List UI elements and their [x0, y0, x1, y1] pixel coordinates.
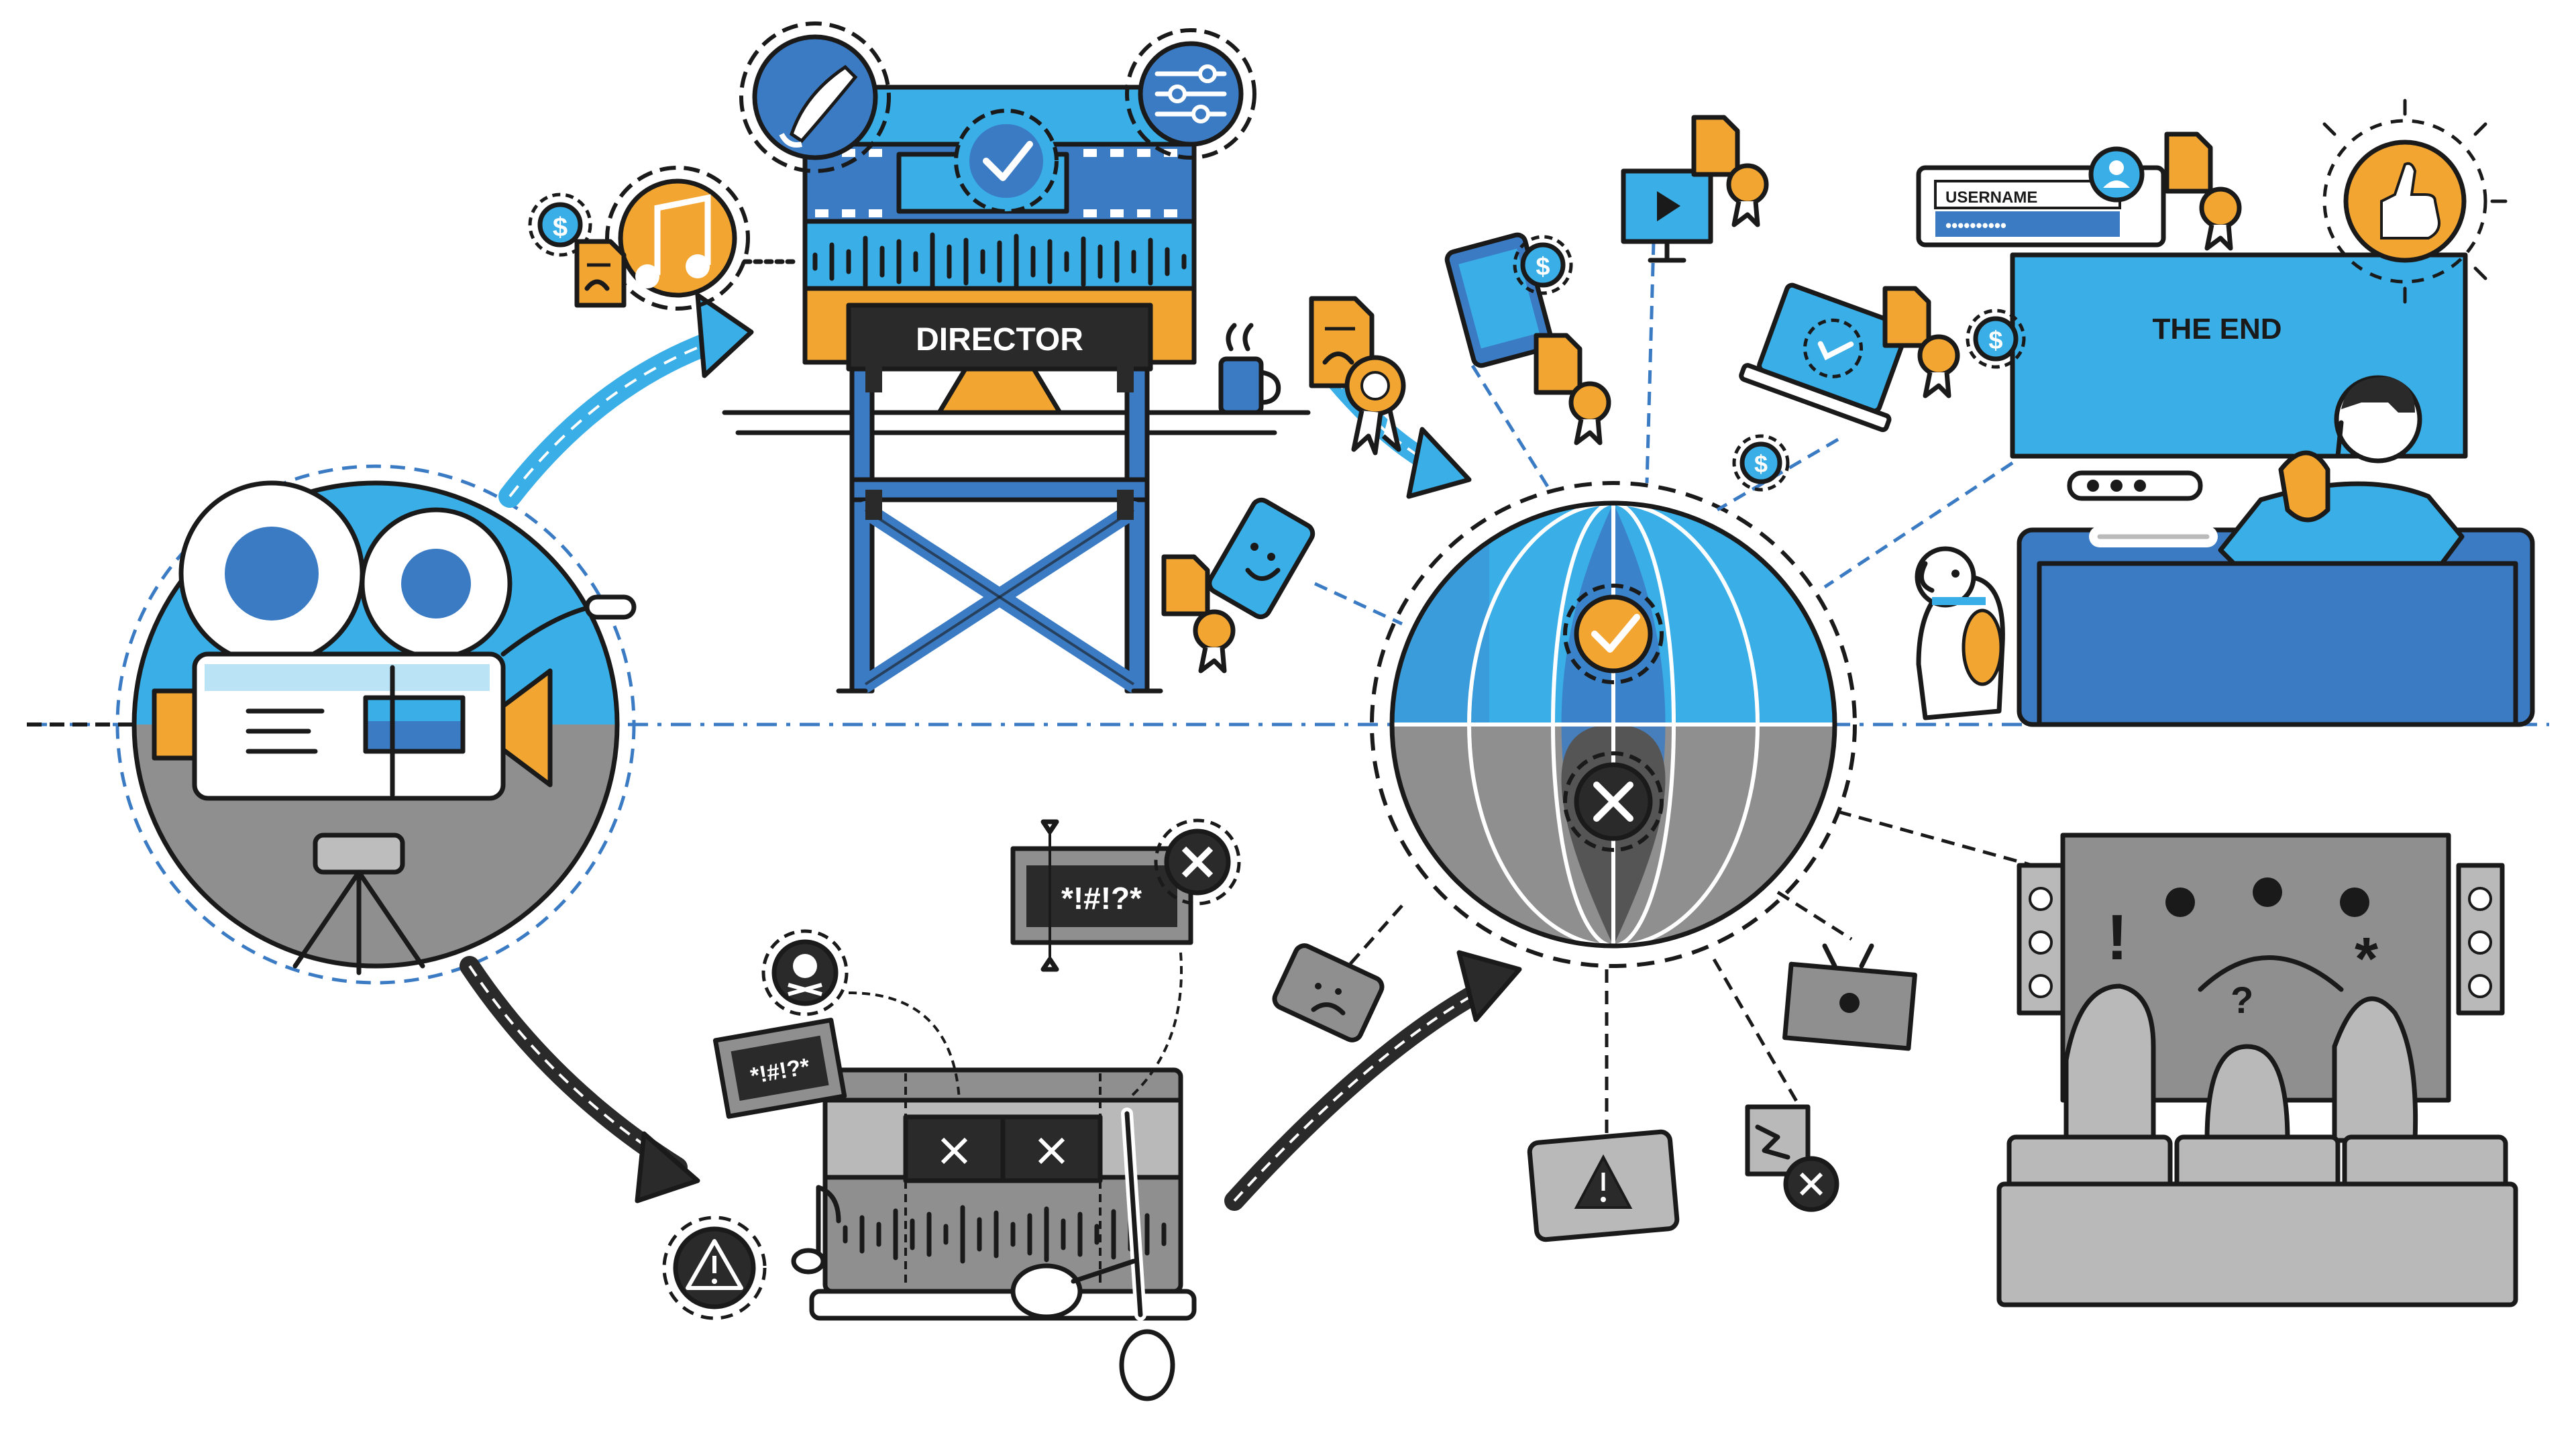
dollar-coin-icon: $: [1732, 434, 1790, 492]
director-scene: DIRECTOR: [722, 21, 1311, 694]
user-icon: [2088, 146, 2145, 203]
censored-film-2: *!#!?*: [712, 1018, 847, 1119]
laptop-icon: [1739, 282, 1910, 433]
checkmark-icon: [1563, 584, 1664, 684]
crowd-exclaim: !: [2106, 902, 2128, 973]
film-camera-icon: [152, 480, 553, 975]
smartphone-icon: [1207, 497, 1316, 619]
svg-text:$: $: [1988, 327, 2002, 355]
crowd-question: ?: [2231, 979, 2253, 1021]
monitor-icon: [1621, 168, 1713, 263]
scissors-icon: [1010, 1108, 1175, 1401]
broken-device-icon: [1745, 1104, 1839, 1212]
tablet-icon: [1527, 1129, 1680, 1242]
smartphone-icon: [1272, 943, 1385, 1042]
living-room-scene: THE END USERNAME ••••••••••: [1915, 99, 2535, 727]
tv-end-text: THE END: [2152, 313, 2282, 345]
cross-icon: [1563, 751, 1664, 852]
password-field: ••••••••••: [1945, 215, 2006, 235]
arrow-to-globe-dark: [1224, 950, 1522, 1211]
speaker-icon: [2456, 863, 2505, 1016]
warning-icon: [662, 1216, 767, 1320]
skull-icon: [761, 929, 849, 1016]
dollar-coin-icon: $: [1513, 235, 1573, 295]
editing-scene: [791, 1067, 1197, 1401]
distribution-spokes-dark: [1347, 810, 2033, 1134]
dollar-coin-icon: $: [528, 193, 592, 257]
certificate-icon: [1161, 554, 1236, 674]
tv-icon: [1782, 943, 1917, 1051]
crowd-star: *: [2355, 926, 2378, 993]
svg-text:*!#!?*: *!#!?*: [1061, 881, 1142, 916]
theater-scene: ! ? *: [1996, 833, 2518, 1307]
svg-text:$: $: [553, 213, 568, 242]
audio-waveform: [742, 232, 1187, 291]
cross-icon: [1154, 818, 1241, 906]
director-sign: DIRECTOR: [916, 322, 1083, 358]
certificate-icon: [574, 239, 627, 308]
svg-text:$: $: [1754, 450, 1768, 478]
thumbs-up-icon: [2322, 99, 2508, 304]
arrow-to-editing: [460, 956, 700, 1203]
login-box: USERNAME ••••••••••: [1916, 146, 2166, 248]
certificate-icon: [1882, 286, 1960, 398]
speaker-icon: [2017, 863, 2065, 1016]
certificate-icon: [1691, 115, 1769, 227]
arrow-to-production: [498, 292, 754, 508]
music-rights-group: $: [528, 166, 750, 311]
censored-film-1: *!#!?*: [1010, 819, 1193, 972]
certificate-icon: [2164, 131, 2242, 251]
film-camera-scene: [27, 464, 637, 985]
sliders-icon: [1125, 28, 1256, 160]
paintbrush-icon: [739, 21, 891, 173]
certificate-icon: [1309, 296, 1406, 455]
certificate-icon: [1534, 333, 1611, 445]
checkmark-icon: [954, 109, 1059, 213]
coffee-mug-icon: [1218, 323, 1281, 415]
director-chair-icon: DIRECTOR: [836, 303, 1163, 694]
dog-icon: [1915, 546, 2005, 720]
music-note-icon: [605, 166, 750, 311]
dollar-coin-icon: $: [1966, 309, 2026, 369]
username-label: USERNAME: [1945, 189, 2037, 207]
svg-text:$: $: [1536, 253, 1550, 281]
